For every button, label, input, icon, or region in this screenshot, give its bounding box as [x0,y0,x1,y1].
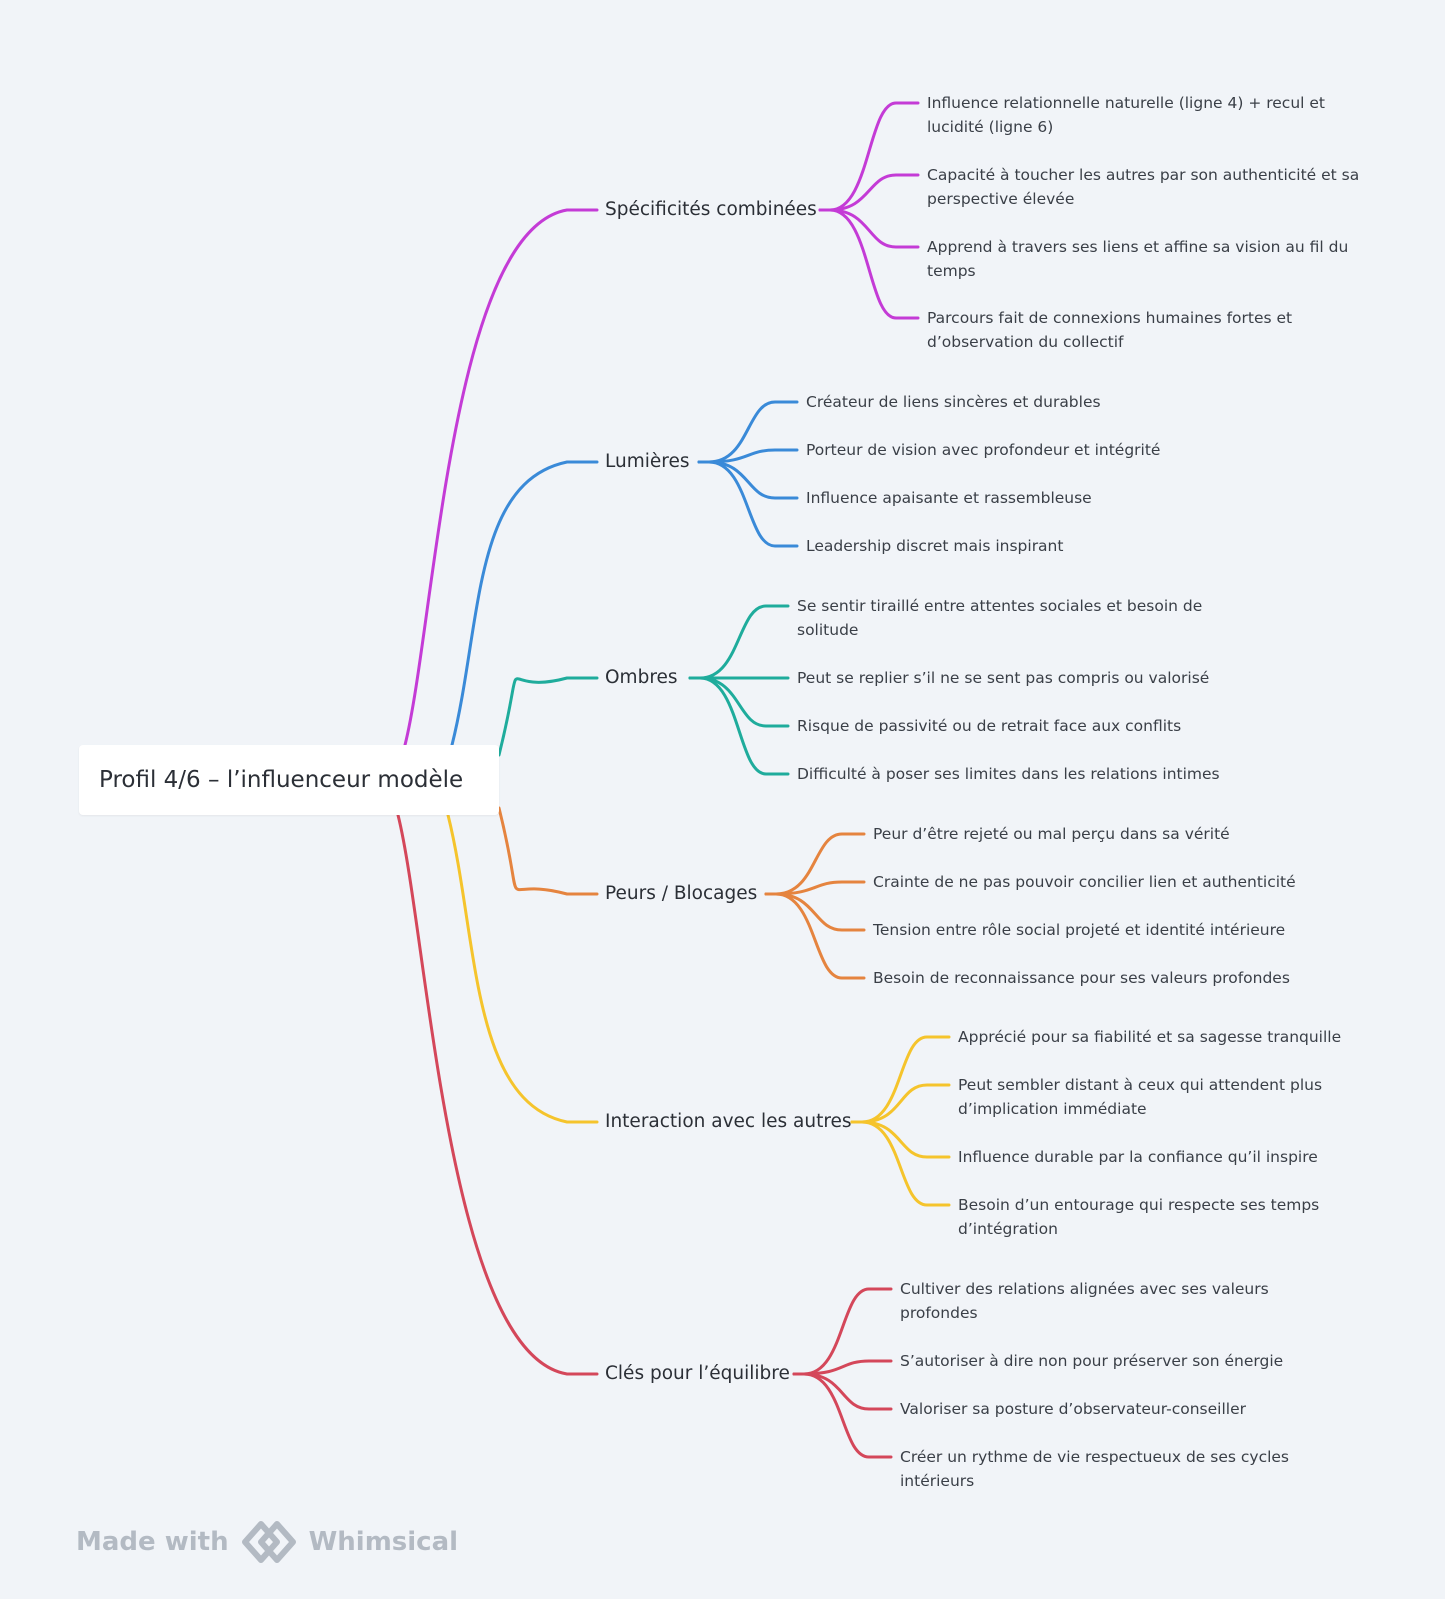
branch-label-0[interactable]: Spécificités combinées [605,199,817,220]
connector-branch-4-leaf-1 [850,1083,951,1124]
leaf-1-1[interactable]: Porteur de vision avec profondeur et int… [806,441,1161,459]
branch-label-3[interactable]: Peurs / Blocages [605,883,758,904]
branch-label-4[interactable]: Interaction avec les autres [605,1111,852,1132]
leaf-1-0[interactable]: Créateur de liens sincères et durables [806,393,1101,411]
connector-branch-1-leaf-3 [697,460,799,548]
connector-branch-0-leaf-2 [818,208,920,249]
root-node[interactable]: Profil 4/6 – l’influenceur modèle [79,745,499,815]
leaf-3-2[interactable]: Tension entre rôle social projeté et ide… [873,921,1286,939]
connector-branch-3-leaf-2 [764,892,866,932]
connector-branch-2-leaf-0 [688,604,790,680]
branch-label-2[interactable]: Ombres [605,667,678,688]
leaf-0-1[interactable]: Capacité à toucher les autres par son au… [927,166,1360,208]
leaf-5-2[interactable]: Valoriser sa posture d’observateur-conse… [900,1400,1246,1418]
connector-branch-3-leaf-0 [764,832,866,896]
connector-branch-0-leaf-0 [818,101,920,212]
connector-branch-3-leaf-3 [764,892,866,980]
leaf-0-2[interactable]: Apprend à travers ses liens et affine sa… [927,238,1349,280]
connector-branch-1-leaf-0 [697,400,799,464]
leaf-1-2[interactable]: Influence apaisante et rassembleuse [806,489,1092,507]
leaf-4-1[interactable]: Peut sembler distant à ceux qui attenden… [958,1076,1323,1118]
leaf-2-2[interactable]: Risque de passivité ou de retrait face a… [797,717,1182,735]
connector-branch-5-leaf-3 [792,1372,893,1459]
connector-branch-4-leaf-3 [850,1120,951,1207]
leaf-3-0[interactable]: Peur d’être rejeté ou mal perçu dans sa … [873,825,1230,843]
connector-branch-5-leaf-1 [792,1359,893,1376]
connector-root-to-branch-5 [396,813,599,1376]
leaf-3-3[interactable]: Besoin de reconnaissance pour ses valeur… [873,969,1290,987]
connector-branch-1-leaf-2 [697,460,799,500]
leaf-0-3[interactable]: Parcours fait de connexions humaines for… [927,309,1293,351]
branch-label-1[interactable]: Lumières [605,451,690,472]
leaf-2-3[interactable]: Difficulté à poser ses limites dans les … [797,765,1220,783]
connector-branch-4-leaf-2 [850,1120,951,1159]
leaf-5-0[interactable]: Cultiver des relations alignées avec ses… [900,1280,1269,1322]
branch-label-5[interactable]: Clés pour l’équilibre [605,1363,790,1384]
leaf-2-1[interactable]: Peut se replier s’il ne se sent pas comp… [797,669,1210,687]
watermark[interactable]: Made with Whimsical [76,1520,458,1564]
leaf-5-1[interactable]: S’autoriser à dire non pour préserver so… [900,1352,1284,1370]
connector-root-to-branch-3 [497,806,599,896]
connector-root-to-branch-4 [446,813,599,1124]
connector-root-to-branch-0 [403,208,599,747]
leaf-5-3[interactable]: Créer un rythme de vie respectueux de se… [900,1448,1290,1490]
connector-branch-2-leaf-2 [688,676,790,728]
leaf-2-0[interactable]: Se sentir tiraillé entre attentes social… [797,597,1203,639]
watermark-brand: Whimsical [308,1527,459,1557]
connector-branch-2-leaf-3 [688,676,790,776]
connector-branch-5-leaf-2 [792,1372,893,1411]
leaf-0-0[interactable]: Influence relationnelle naturelle (ligne… [927,94,1325,136]
connector-root-to-branch-2 [497,676,599,757]
connector-root-to-branch-1 [450,460,599,747]
connector-branch-0-leaf-1 [818,173,920,212]
leaf-1-3[interactable]: Leadership discret mais inspirant [806,537,1064,555]
leaf-4-2[interactable]: Influence durable par la confiance qu’il… [958,1148,1318,1166]
connector-branch-4-leaf-0 [850,1035,951,1124]
watermark-made-with: Made with [76,1527,229,1557]
leaf-4-0[interactable]: Apprécié pour sa fiabilité et sa sagesse… [958,1028,1342,1046]
connector-branch-0-leaf-3 [818,208,920,320]
root-label: Profil 4/6 – l’influenceur modèle [99,767,464,793]
whimsical-logo-icon [241,1521,296,1563]
leaf-4-3[interactable]: Besoin d’un entourage qui respecte ses t… [958,1196,1320,1238]
leaf-3-1[interactable]: Crainte de ne pas pouvoir concilier lien… [873,873,1296,891]
